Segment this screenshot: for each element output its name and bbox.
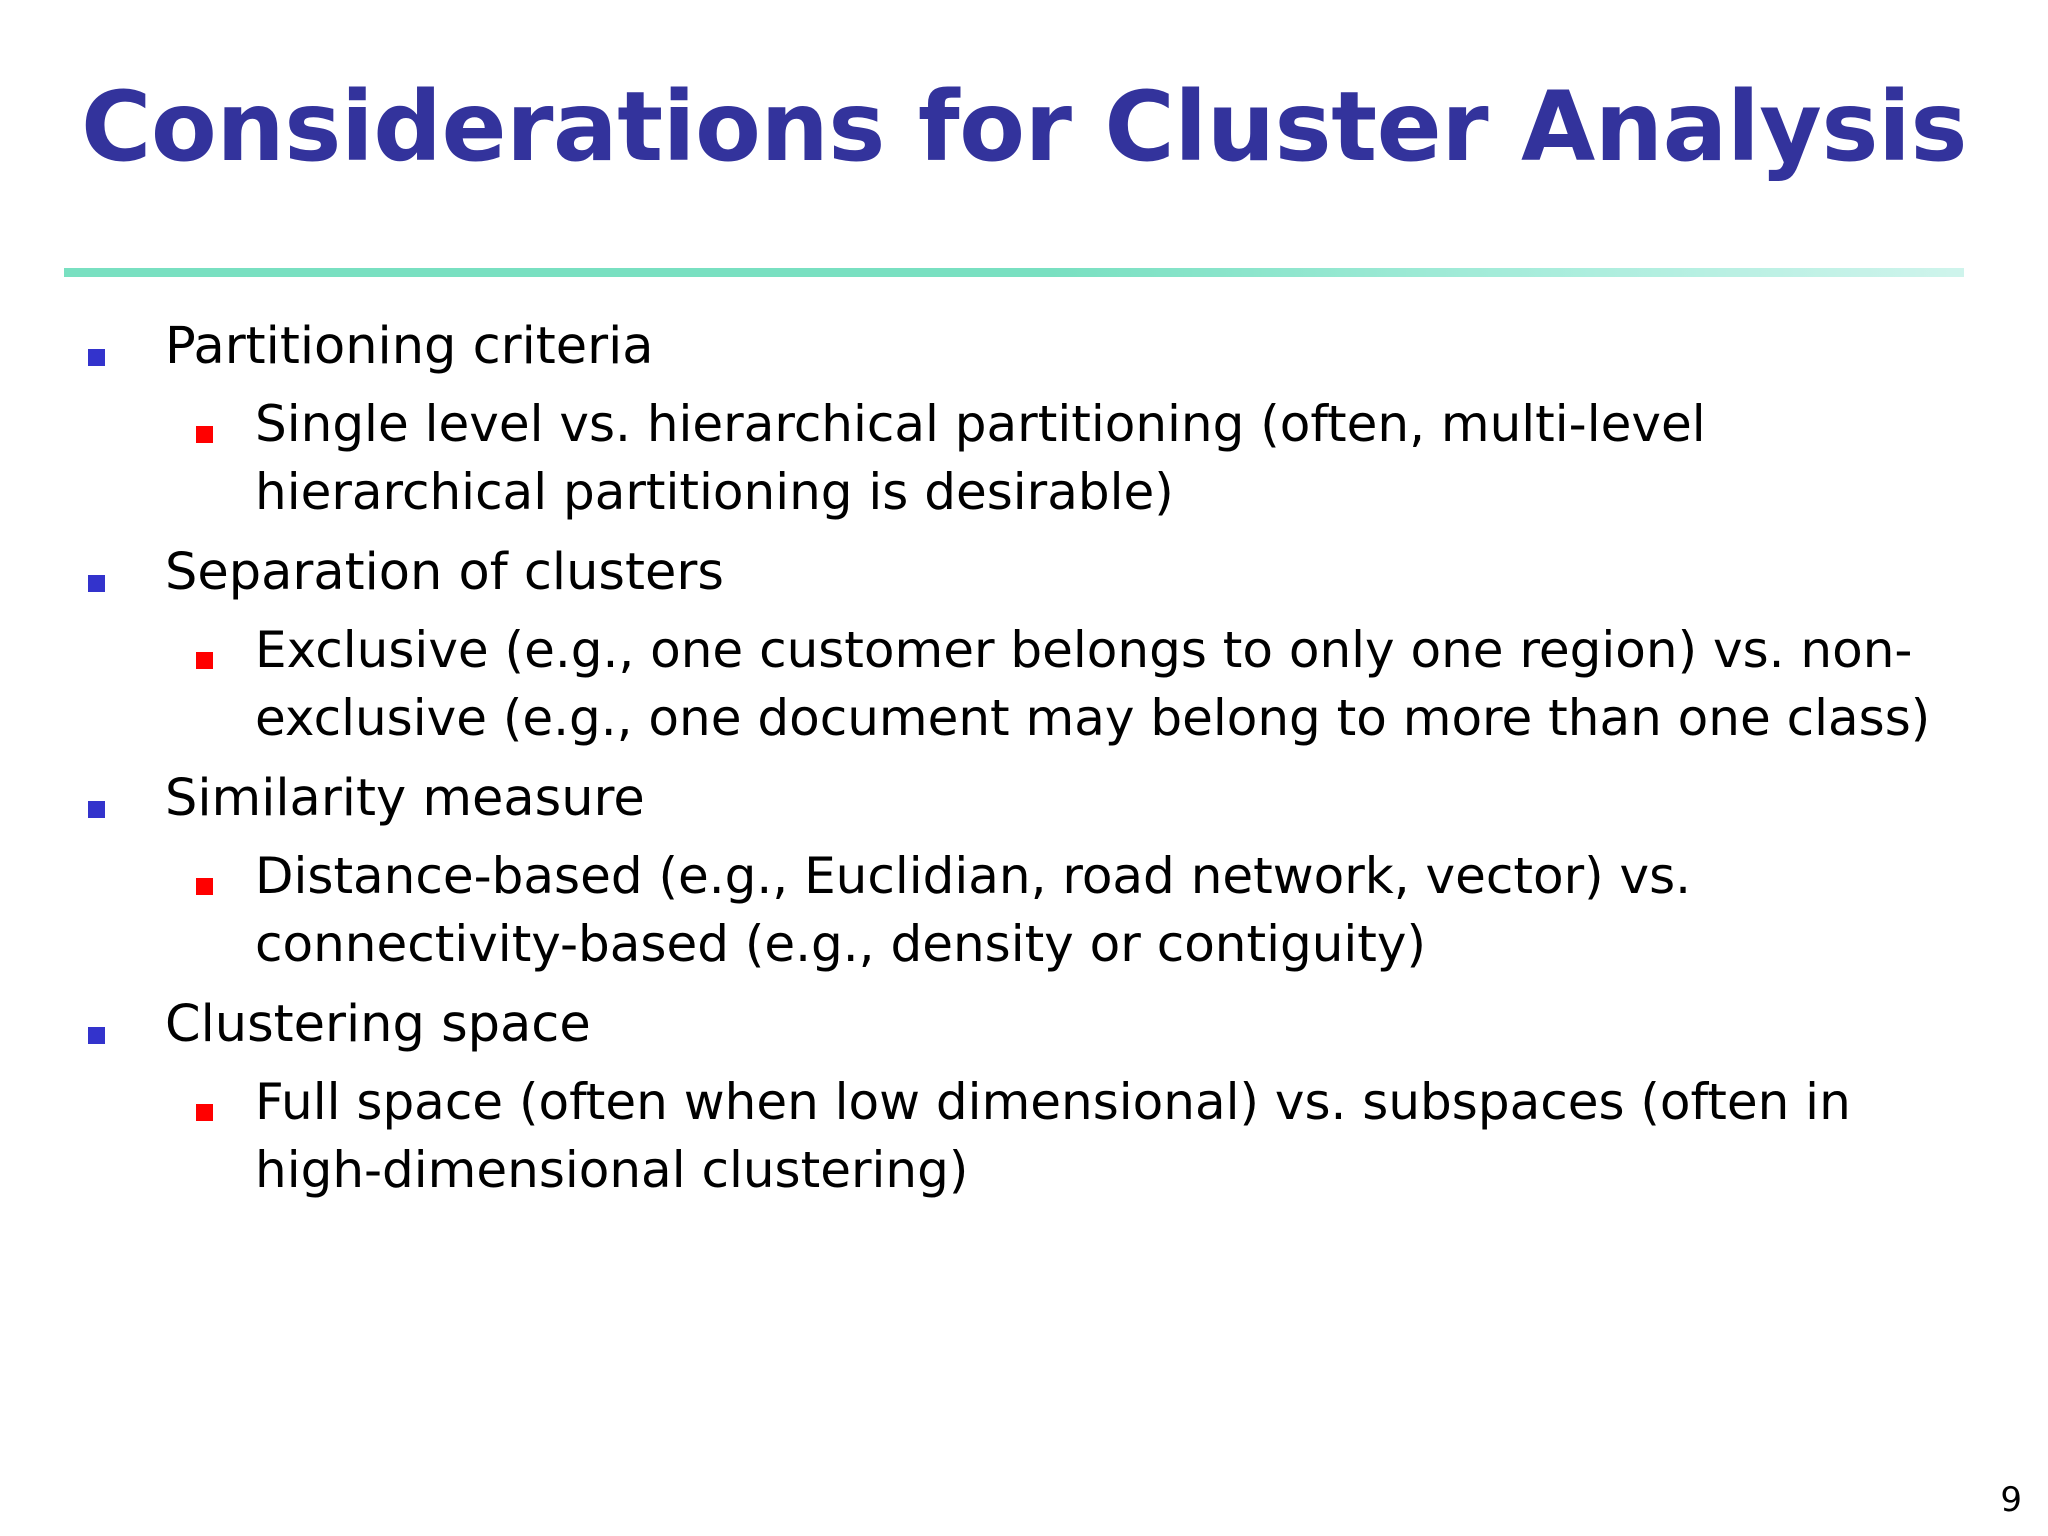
- bullet-text: Exclusive (e.g., one customer belongs to…: [255, 621, 1931, 747]
- bullet-level2: Single level vs. hierarchical partitioni…: [0, 390, 2048, 526]
- title-divider-rule: [64, 268, 1964, 277]
- bullet-square-icon: [88, 575, 105, 592]
- bullet-square-icon: [196, 652, 213, 669]
- bullet-level2: Full space (often when low dimensional) …: [0, 1068, 2048, 1204]
- bullet-text: Similarity measure: [165, 769, 645, 828]
- bullet-text: Partitioning criteria: [165, 317, 654, 376]
- page-number: 9: [2000, 1480, 2022, 1520]
- bullet-level1: Clustering space: [0, 992, 2048, 1058]
- bullet-square-icon: [88, 1027, 105, 1044]
- bullet-square-icon: [88, 349, 105, 366]
- bullet-text: Full space (often when low dimensional) …: [255, 1073, 1851, 1199]
- bullet-level1: Similarity measure: [0, 766, 2048, 832]
- bullet-text: Separation of clusters: [165, 543, 724, 602]
- slide-body: Partitioning criteria Single level vs. h…: [0, 300, 2048, 1210]
- bullet-square-icon: [88, 801, 105, 818]
- bullet-square-icon: [196, 1104, 213, 1121]
- slide-title: Considerations for Cluster Analysis: [80, 71, 1968, 183]
- bullet-text: Clustering space: [165, 995, 591, 1054]
- bullet-square-icon: [196, 426, 213, 443]
- bullet-level1: Separation of clusters: [0, 540, 2048, 606]
- bullet-text: Distance-based (e.g., Euclidian, road ne…: [255, 847, 1692, 973]
- bullet-level2: Distance-based (e.g., Euclidian, road ne…: [0, 842, 2048, 978]
- bullet-text: Single level vs. hierarchical partitioni…: [255, 395, 1706, 521]
- bullet-square-icon: [196, 878, 213, 895]
- bullet-level1: Partitioning criteria: [0, 314, 2048, 380]
- bullet-level2: Exclusive (e.g., one customer belongs to…: [0, 616, 2048, 752]
